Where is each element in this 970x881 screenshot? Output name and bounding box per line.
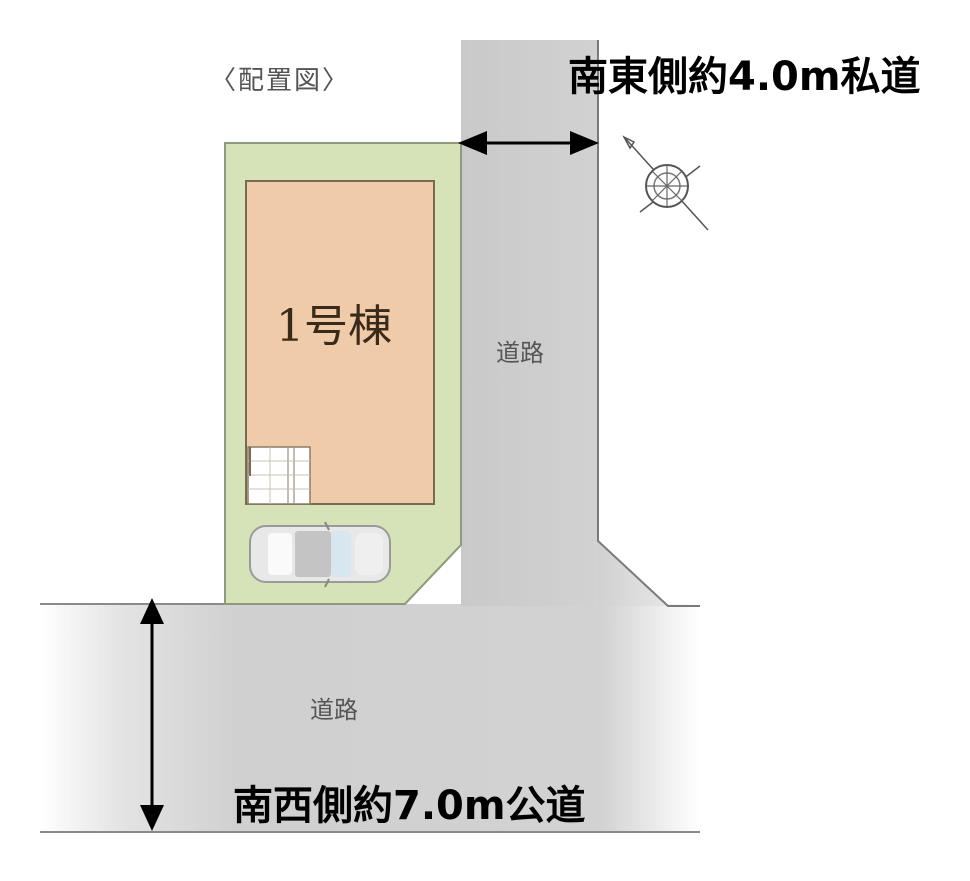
south-road-width-arrow	[140, 598, 164, 831]
east-road-width-arrow	[458, 131, 599, 155]
south-road-label: 道路	[310, 696, 358, 724]
south-road	[40, 603, 700, 833]
building-label: 1号棟	[276, 301, 392, 352]
diagram-title: 〈配置図〉	[210, 66, 351, 96]
north-arrow-compass-icon	[622, 135, 709, 231]
southwest-road-annotation: 南西側約7.0m公道	[233, 783, 586, 829]
east-road	[461, 40, 700, 620]
east-road-label: 道路	[496, 339, 544, 367]
southeast-road-annotation: 南東側約4.0m私道	[568, 54, 921, 100]
parking-car	[249, 521, 391, 588]
entrance-porch	[247, 446, 311, 505]
